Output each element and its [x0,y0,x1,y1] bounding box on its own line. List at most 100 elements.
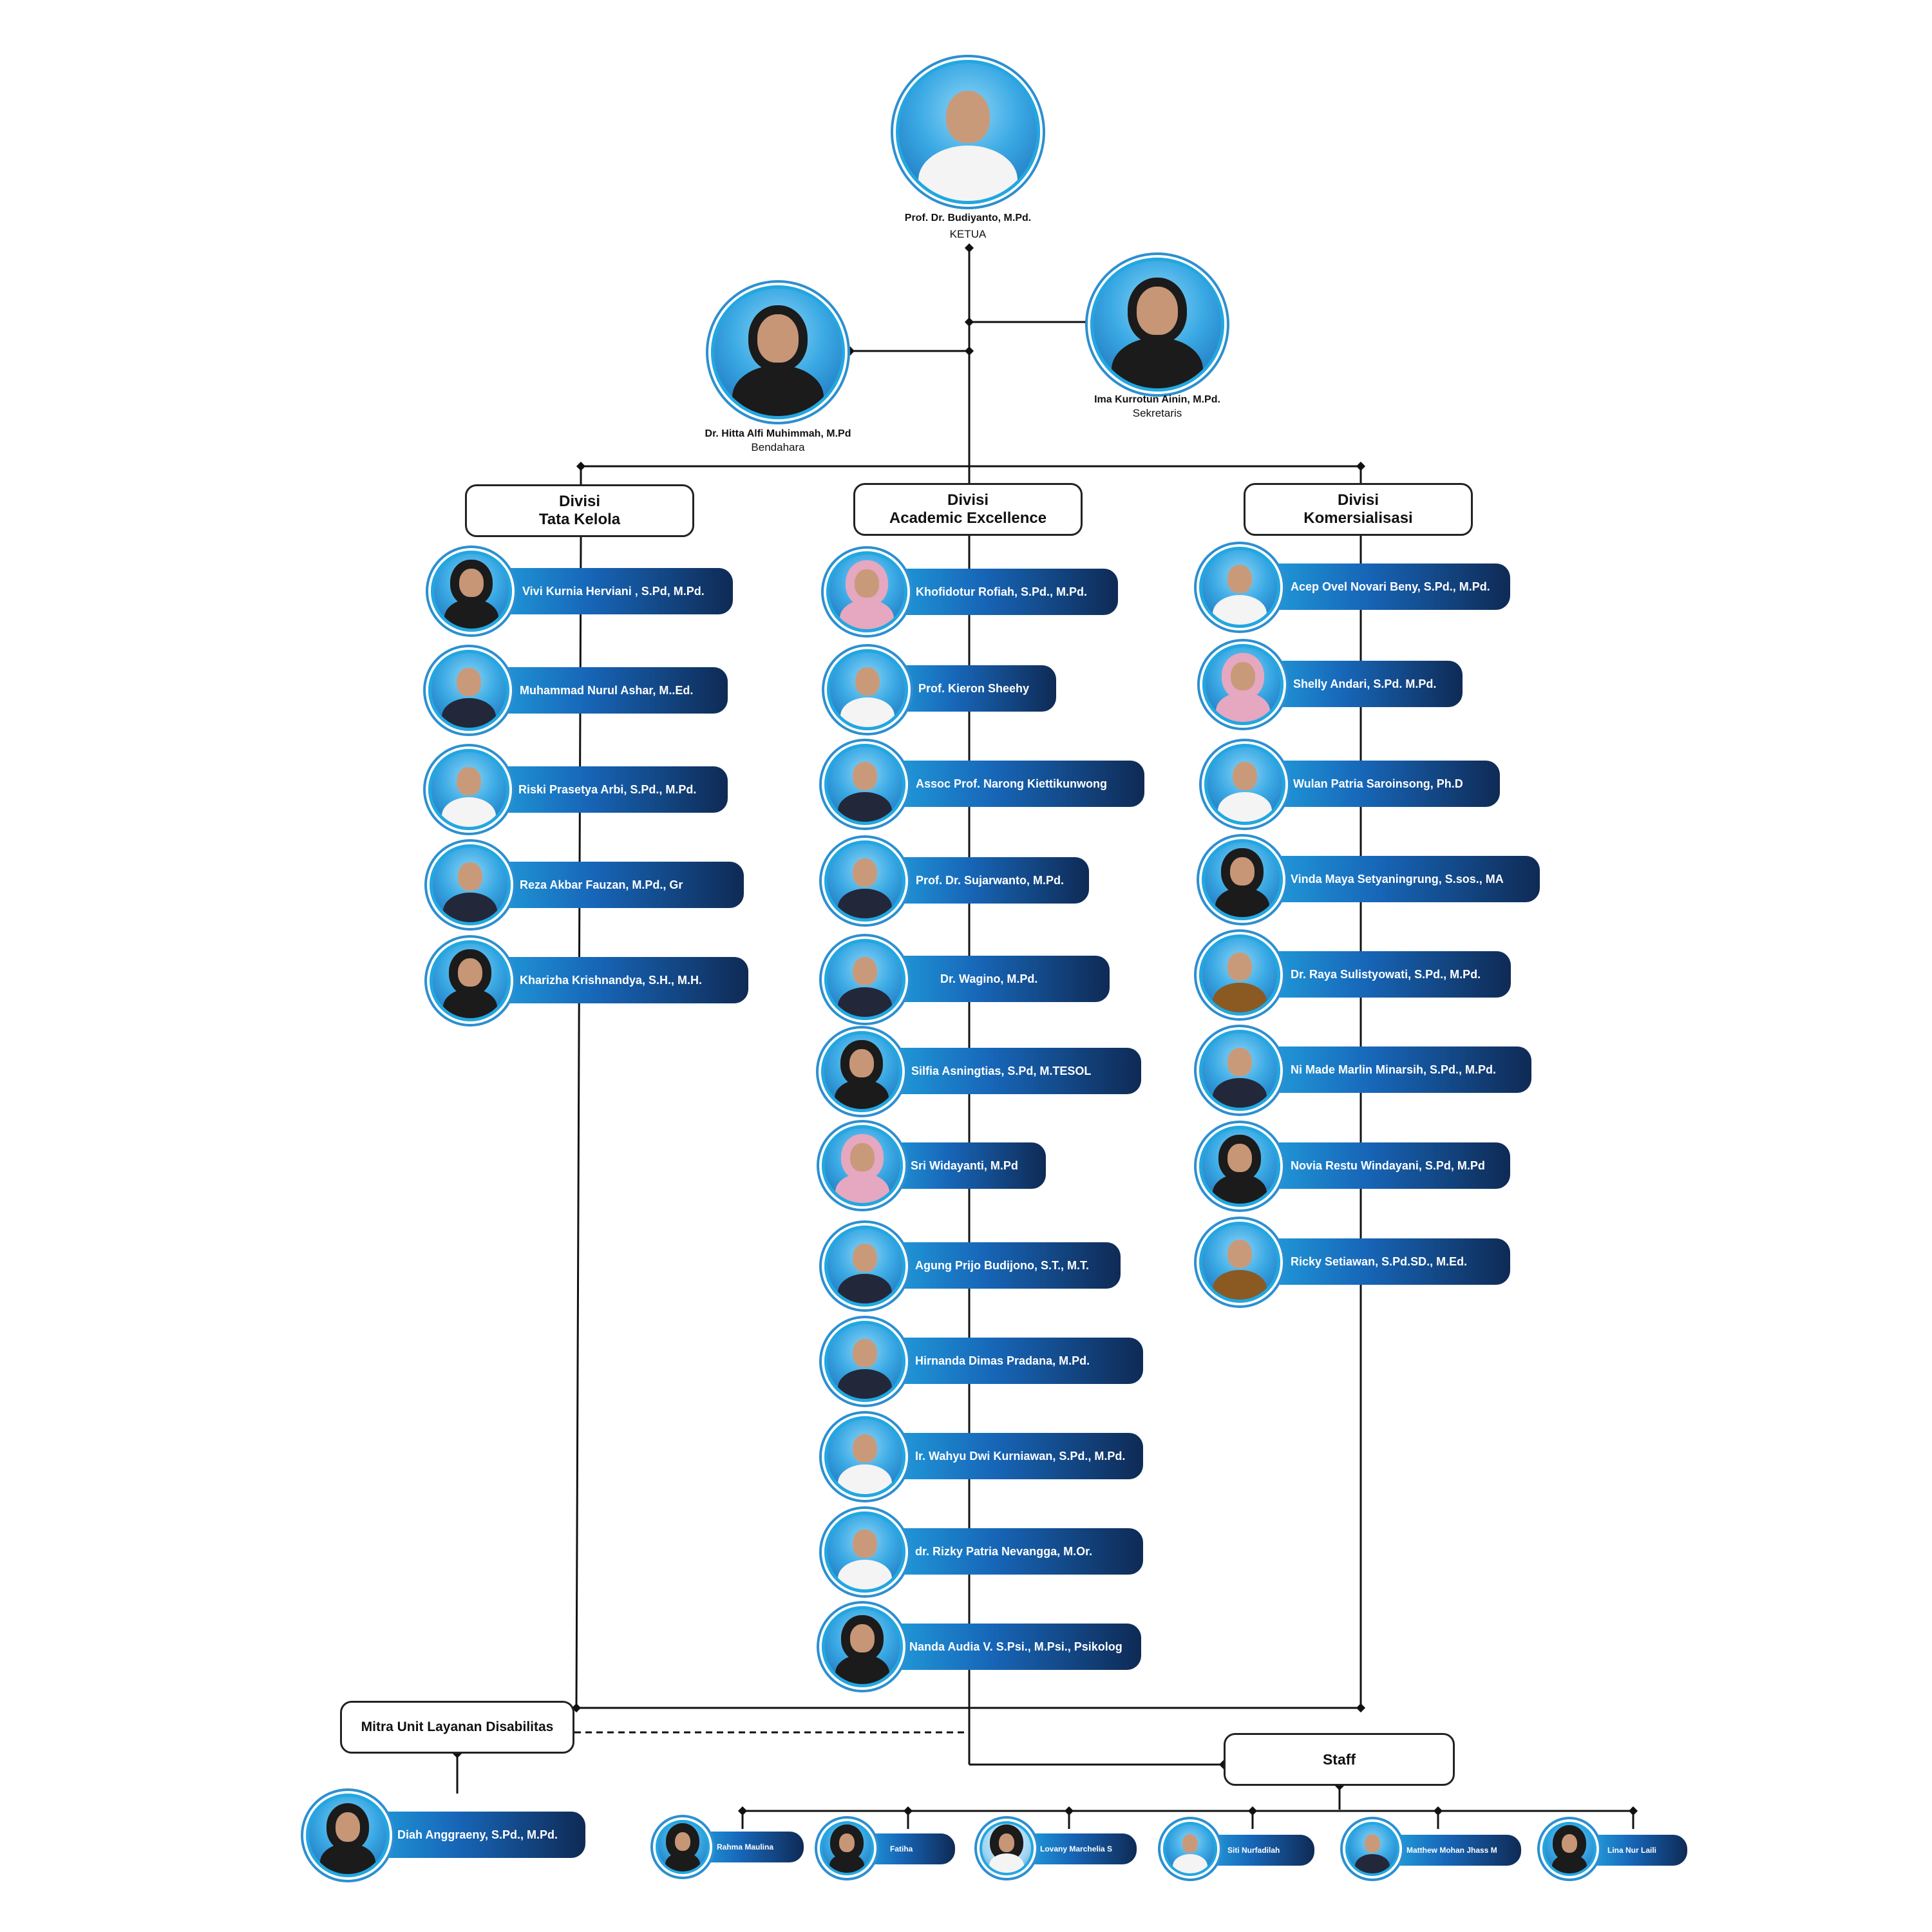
member-photo-academic-1 [826,551,907,632]
member-photo-academic-4 [824,840,905,922]
member-photo-komersialisasi-1 [1199,547,1280,628]
member-card-tata-kelola-2: Muhammad Nurul Ashar, M..Ed. [470,667,728,714]
ketua-photo [896,60,1040,204]
staff-name: Siti Nurfadilah [1227,1846,1280,1855]
member-name: Reza Akbar Fauzan, M.Pd., Gr [520,878,683,891]
member-name: Ir. Wahyu Dwi Kurniawan, S.Pd., M.Pd. [915,1449,1126,1463]
member-name: Vivi Kurnia Herviani , S.Pd, M.Pd. [522,584,705,598]
division-komersialisasi-line2: Komersialisasi [1303,509,1413,527]
member-photo-academic-11 [824,1511,905,1593]
connector-node [964,346,974,356]
member-name: Ni Made Marlin Minarsih, S.Pd., M.Pd. [1291,1063,1497,1076]
member-name: Diah Anggraeny, S.Pd., M.Pd. [397,1828,558,1841]
member-card-academic-8: Agung Prijo Budijono, S.T., M.T. [871,1242,1121,1289]
member-photo-academic-7 [822,1125,903,1206]
division-komersialisasi-line1: Divisi [1337,491,1379,509]
member-photo-tata-kelola-2 [428,650,509,731]
member-card-tata-kelola-4: Reza Akbar Fauzan, M.Pd., Gr [470,862,744,908]
member-photo-komersialisasi-3 [1204,744,1285,825]
member-name: Prof. Kieron Sheehy [918,681,1030,695]
staff-photo-4 [1163,1822,1217,1876]
member-name: Muhammad Nurul Ashar, M..Ed. [520,683,694,697]
member-photo-academic-6 [821,1031,902,1112]
member-name: Dr. Raya Sulistyowati, S.Pd., M.Pd. [1291,967,1481,981]
member-photo-academic-9 [824,1321,905,1402]
member-photo-academic-2 [827,649,908,730]
member-photo-komersialisasi-4 [1202,839,1283,920]
member-card-komersialisasi-3: Wulan Patria Saroinsong, Ph.D [1250,761,1500,807]
member-card-academic-10: Ir. Wahyu Dwi Kurniawan, S.Pd., M.Pd. [871,1433,1143,1479]
member-card-academic-3: Assoc Prof. Narong Kiettikunwong [871,761,1144,807]
member-name: dr. Rizky Patria Nevangga, M.Or. [915,1544,1093,1558]
staff-photo-3 [980,1821,1034,1875]
member-card-komersialisasi-1: Acep Ovel Novari Beny, S.Pd., M.Pd. [1246,564,1510,610]
connector-node [576,461,586,471]
member-photo-academic-10 [824,1416,905,1497]
member-name: Kharizha Krishnandya, S.H., M.H. [520,973,703,987]
division-academic-excellence-line2: Academic Excellence [889,509,1047,527]
division-komersialisasi: Divisi Komersialisasi [1244,483,1473,536]
connector-node [964,243,974,253]
connector-line-8 [575,536,582,1706]
member-name: Dr. Wagino, M.Pd. [940,972,1038,985]
member-photo-komersialisasi-2 [1202,644,1283,725]
staff-name: Rahma Maulina [717,1842,774,1852]
member-photo-tata-kelola-3 [428,749,509,830]
ketua-name: Prof. Dr. Budiyanto, M.Pd. [904,213,1032,223]
member-photo-komersialisasi-5 [1199,934,1280,1016]
member-name: Acep Ovel Novari Beny, S.Pd., M.Pd. [1291,580,1490,593]
sekretaris-name: Ima Kurrotun Ainin, M.Pd. [1094,394,1220,405]
division-tata-kelola-line1: Divisi [558,493,601,511]
mitra-unit-box: Mitra Unit Layanan Disabilitas [340,1701,574,1754]
sekretaris-role: Sekretaris [1132,407,1182,419]
staff-card-5: Matthew Mohan Jhass M [1385,1835,1521,1866]
bendahara-role: Bendahara [751,441,805,453]
staff-box: Staff [1224,1733,1455,1786]
member-card-komersialisasi-5: Dr. Raya Sulistyowati, S.Pd., M.Pd. [1246,951,1511,998]
connector-node [845,346,855,356]
staff-name: Matthew Mohan Jhass M [1406,1846,1497,1855]
division-academic-excellence-line1: Divisi [947,491,989,509]
member-card-komersialisasi-4: Vinda Maya Setyaningrung, S.sos., MA [1246,856,1540,902]
staff-card-2: Fatiha [857,1833,955,1864]
staff-card-3: Lovany Marchelia S [1018,1833,1137,1864]
member-card-tata-kelola-1: Vivi Kurnia Herviani , S.Pd, M.Pd. [472,568,733,614]
staff-name: Fatiha [890,1844,913,1853]
member-photo-academic-12 [822,1606,903,1687]
division-tata-kelola-line2: Tata Kelola [538,511,621,528]
bendahara-photo [711,285,845,419]
staff-photo-1 [656,1820,710,1874]
member-card-academic-5: Dr. Wagino, M.Pd. [871,956,1110,1002]
connector-node [964,317,974,327]
member-card-academic-1: Khofidotur Rofiah, S.Pd., M.Pd. [871,569,1118,615]
bendahara-name: Dr. Hitta Alfi Muhimmah, M.Pd [705,428,851,439]
member-photo-tata-kelola-5 [430,940,511,1021]
member-name: Sri Widayanti, M.Pd [911,1159,1018,1172]
staff-photo-5 [1345,1822,1399,1876]
member-card-academic-11: dr. Rizky Patria Nevangga, M.Or. [871,1528,1143,1575]
member-name: Shelly Andari, S.Pd. M.Pd. [1293,677,1437,690]
member-name: Ricky Setiawan, S.Pd.SD., M.Ed. [1291,1255,1468,1268]
member-name: Prof. Dr. Sujarwanto, M.Pd. [916,873,1065,887]
member-name: Agung Prijo Budijono, S.T., M.T. [915,1258,1089,1272]
sekretaris-photo [1090,258,1224,392]
staff-card-6: Lina Nur Laili [1586,1835,1687,1866]
member-photo-komersialisasi-8 [1199,1222,1280,1303]
staff-card-4: Siti Nurfadilah [1200,1835,1314,1866]
sekretaris-caption: Ima Kurrotun Ainin, M.Pd. Sekretaris [1039,394,1276,420]
member-photo-komersialisasi-7 [1199,1126,1280,1207]
member-card-komersialisasi-8: Ricky Setiawan, S.Pd.SD., M.Ed. [1246,1238,1510,1285]
member-name: Wulan Patria Saroinsong, Ph.D [1293,777,1463,790]
staff-card-1: Rahma Maulina [689,1832,804,1862]
member-name: Nanda Audia V. S.Psi., M.Psi., Psikolog [909,1640,1122,1653]
member-name: Khofidotur Rofiah, S.Pd., M.Pd. [916,585,1087,598]
member-name: Hirnanda Dimas Pradana, M.Pd. [915,1354,1090,1367]
member-photo-academic-8 [824,1226,905,1307]
division-academic-excellence: Divisi Academic Excellence [853,483,1083,536]
division-tata-kelola: Divisi Tata Kelola [465,484,694,537]
ketua-caption: Prof. Dr. Budiyanto, M.Pd. KETUA [837,213,1099,241]
staff-name: Lovany Marchelia S [1040,1844,1113,1853]
member-card-academic-6: Silfia Asningtias, S.Pd, M.TESOL [869,1048,1141,1094]
member-card-academic-9: Hirnanda Dimas Pradana, M.Pd. [871,1338,1143,1384]
member-photo-academic-3 [824,744,905,825]
